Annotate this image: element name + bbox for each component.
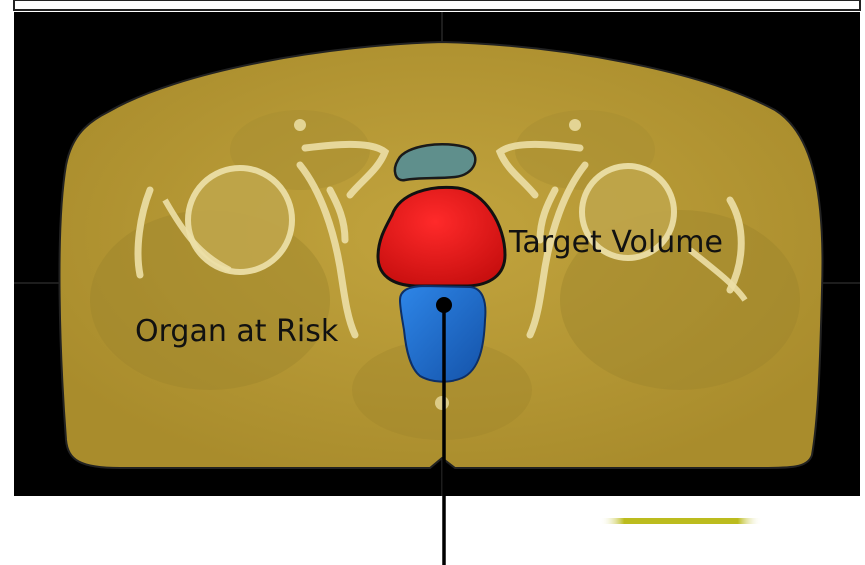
vessel (435, 396, 449, 410)
vessel (569, 119, 581, 131)
organ-at-risk-label: Organ at Risk (135, 317, 338, 347)
top-strip (14, 0, 860, 10)
pointer-dot (436, 297, 452, 313)
left-femoral-head (188, 168, 292, 272)
accent-bar (600, 518, 762, 524)
target-volume-label: Target Volume (509, 228, 723, 258)
vessel (294, 119, 306, 131)
